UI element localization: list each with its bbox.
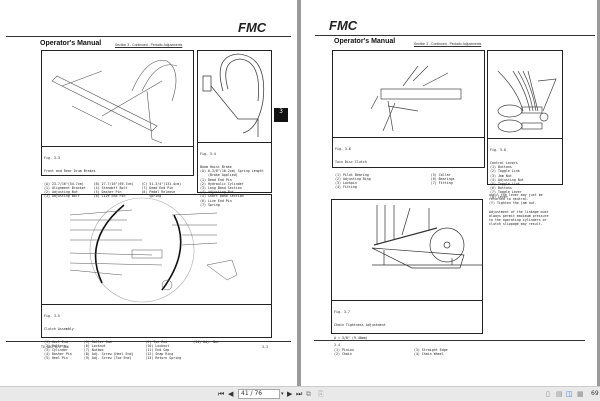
caption-col: (A) 23-7/16"(54.7cm) (1) Alignment Brack… (44, 181, 86, 199)
single-page-view-icon[interactable]: ▯ (546, 390, 550, 398)
figure-3-3: Fig. 3-3 Front and Rear Drum Brakes (A) … (41, 50, 194, 198)
twin-disc-clutch-drawing (370, 65, 462, 132)
zoom-level[interactable]: 69 (591, 390, 599, 397)
last-page-icon[interactable]: ⏭ (296, 390, 303, 398)
body-text: until the lever may just be returned to … (489, 193, 549, 227)
fig-subtitle: Front and Rear Drum Brakes (44, 169, 96, 174)
page-dropdown-icon[interactable]: ▾ (281, 391, 284, 397)
next-page-icon[interactable]: ▶ (287, 390, 293, 398)
figure-caption: Fig. 3-5 Clutch Assembly (1) Heel End (2… (42, 304, 271, 360)
caption-col: (3) Straight Edge (4) Chain Wheel (413, 348, 448, 357)
caption-col: (C) 51-3/4"(131.4cm) (7) Dead End Pin (8… (141, 181, 182, 199)
dimension-note: A = 3/8" (9.40mm) (334, 335, 368, 340)
figure-3-7: Fig. 3-7 Chain Tightness Adjustment A = … (331, 199, 483, 356)
figure-caption: Fig. 3-8 Control Levers (1) Buttons (2) … (488, 138, 562, 199)
fig-title: Fig. 3-8 (490, 148, 506, 153)
viewer-toolbar: ⏮ ◀ 41 / 76 ▾ ▶ ⏭ ⧉ ⎘ ▯ ▤ ◫ ▦ 69 (0, 386, 600, 401)
fmc-logo: FMC (238, 20, 267, 35)
fig-title: Fig. 3-3 (44, 156, 60, 161)
caption-text: Boom Hoist Brake (A) 6-3/8"(16.2cm) Spri… (200, 165, 264, 207)
fig-subtitle: Twin Disc Clutch (335, 160, 367, 165)
brake-drawing (51, 60, 178, 144)
section-title: Section 3 - Continued - Periodic Adjustm… (115, 43, 183, 47)
figure-3-8: Fig. 3-8 Control Levers (1) Buttons (2) … (487, 50, 563, 199)
caption-col: (1) Heel End (2) Bollers (3) Cylinder (4… (44, 339, 72, 361)
right-pdf-page: FMC Operator's Manual Section 3 - Contin… (301, 0, 597, 386)
clutch-drawing (69, 197, 238, 303)
caption-col: (9) Toe End (10) Locknut (11) End Cap (1… (145, 339, 182, 361)
copy-icon[interactable]: ⎘ (318, 390, 324, 398)
figure-3-4: Fig. 3-4 Boom Hoist Brake (A) 6-3/8"(16.… (197, 50, 272, 207)
figure-3-5: Fig. 3-5 Clutch Assembly (1) Heel End (2… (41, 194, 272, 360)
page-number: 3-3 (262, 345, 268, 349)
page-header: Operator's Manual (334, 38, 396, 45)
fig-title: Fig. 3-5 (44, 314, 60, 319)
fig-title: Fig. 3-6 (335, 147, 351, 152)
figure-caption: Fig. 3-4 Boom Hoist Brake (A) 6-3/8"(16.… (198, 142, 271, 207)
prev-page-icon[interactable]: ◀ (228, 390, 234, 398)
fmc-logo: FMC (329, 18, 358, 33)
chain-tightness-drawing (371, 205, 482, 269)
section-tab: 3 (274, 108, 288, 122)
page-header: Operator's Manual (40, 40, 102, 47)
caption-text: Control Levers (1) Buttons (2) Toggle Li… (490, 161, 524, 199)
figure-caption: Fig. 3-6 Twin Disc Clutch (1) Pilot Bear… (333, 137, 484, 189)
figure-caption: Fig. 3-7 Chain Tightness Adjustment A = … (332, 300, 482, 356)
rotate-icon[interactable]: ⧉ (306, 390, 311, 398)
control-levers-drawing (497, 70, 557, 133)
caption-col: (1) Pilot Bearing (2) Adjusting Ring (3)… (335, 172, 371, 190)
header-rule (6, 36, 291, 37)
fig-title: Fig. 3-7 (334, 310, 350, 315)
figure-caption: Fig. 3-3 Front and Rear Drum Brakes (A) … (42, 146, 193, 198)
fig-subtitle: Clutch Assembly (44, 327, 74, 332)
caption-col: (1) Pinion (2) Chain (334, 348, 354, 357)
page-number-input[interactable]: 41 / 76 (238, 389, 280, 399)
two-page-view-icon[interactable]: ◫ (566, 390, 573, 398)
footer-code: TL_001_071 486 (41, 345, 69, 349)
fig-subtitle: Chain Tightness Adjustment (334, 323, 386, 328)
left-pdf-page: FMC Operator's Manual Section 3 - Contin… (0, 0, 297, 386)
caption-col: (B) 27-7/16"(69.7cm) (4) Standoff Bolt (… (93, 181, 134, 199)
caption-col: (5) Roller Cam (6) Locknut (7) Nutbox (8… (83, 339, 134, 361)
fig-title: Fig. 3-4 (200, 152, 216, 157)
first-page-icon[interactable]: ⏮ (218, 390, 225, 398)
scroll-view-icon[interactable]: ▦ (577, 390, 584, 398)
caption-col: (14) Adj. Nut (193, 339, 219, 344)
figure-3-6: Fig. 3-6 Twin Disc Clutch (1) Pilot Bear… (332, 50, 485, 189)
page-number: 3-4 (334, 343, 340, 347)
section-title: Section 3 - Continued - Periodic Adjustm… (414, 42, 482, 46)
continuous-view-icon[interactable]: ▤ (556, 390, 563, 398)
footer-rule (314, 340, 585, 341)
caption-col: (5) Collar (6) Bearings (7) Fitting (430, 172, 455, 186)
footer-rule (6, 341, 291, 342)
band-brake-drawing (202, 53, 265, 137)
header-rule (315, 35, 595, 36)
